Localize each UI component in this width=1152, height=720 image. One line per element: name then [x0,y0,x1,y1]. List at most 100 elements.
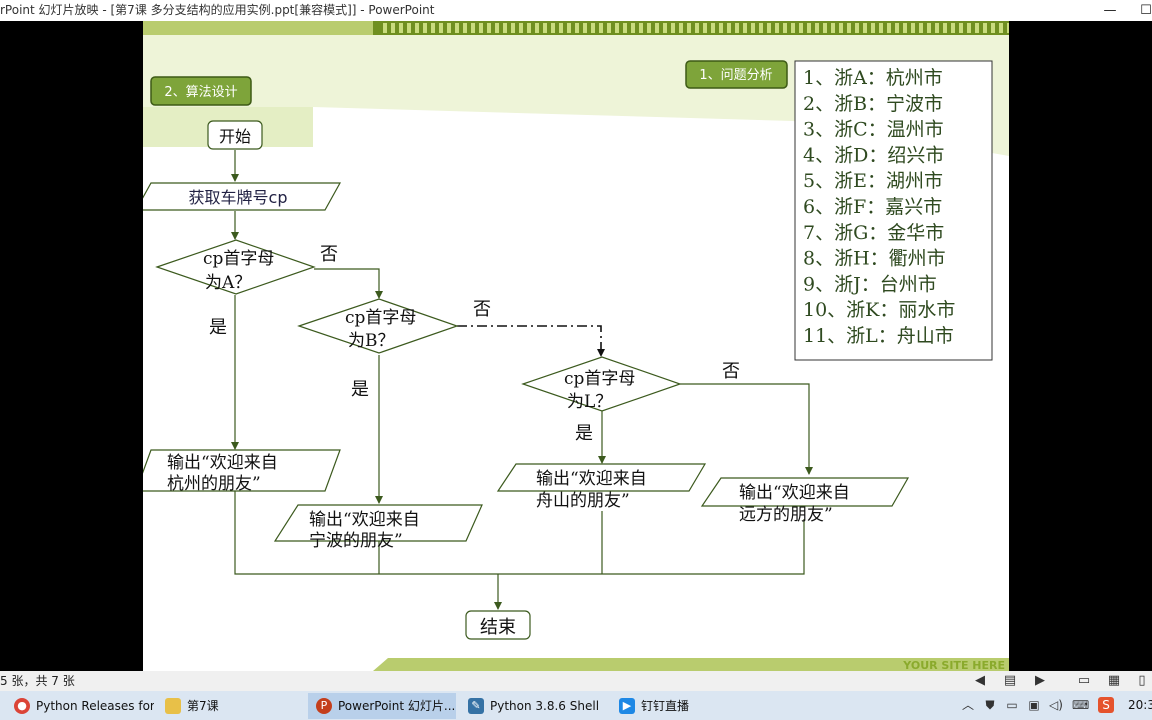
end-node [465,610,531,640]
stripe [495,23,499,33]
task-python-label: Python 3.8.6 Shell [490,699,600,713]
stripe [911,23,915,33]
stripe [871,23,875,33]
task-powerpoint[interactable]: P PowerPoint 幻灯片... [308,693,456,719]
stripe [671,23,675,33]
stripe [647,23,651,33]
python-icon: ✎ [468,698,484,714]
previous-slide-icon[interactable]: ◀ [975,673,985,688]
stripe [575,23,579,33]
powerpoint-icon: P [316,698,332,714]
header-shade [143,35,1009,156]
stripe [967,23,971,33]
province-code-legend: 1、浙A：杭州市2、浙B：宁波市3、浙C：温州市4、浙D：绍兴市5、浙E：湖州市… [794,60,993,361]
algorithm-design-label: 2、算法设计 [164,85,237,100]
chrome-icon: ● [14,698,30,714]
battery-icon[interactable]: ▭ [1006,698,1018,712]
stripe [639,23,643,33]
output-far-node [700,477,910,507]
keyboard-icon[interactable]: ⌨ [1072,698,1090,712]
stripe [903,23,907,33]
problem-analysis-button[interactable]: 1、问题分析 [685,60,788,89]
chevron-up-icon[interactable]: ︿ [961,698,974,712]
stripe [831,23,835,33]
stripe [567,23,571,33]
window-title: rPoint 幻灯片放映 - [第7课 多分支结构的应用实例.ppt[兼容模式]… [0,3,435,17]
flow-connectors [234,150,810,609]
stripe [455,23,459,33]
stripe [423,23,427,33]
output-ningbo-line1: 输出“欢迎来自 [309,510,420,530]
flow-arrowheads [231,174,813,610]
legend-item: 6、浙F：嘉兴市 [803,196,942,218]
maximize-icon[interactable]: ☐ [1140,3,1152,18]
stripe [655,23,659,33]
stripe [551,23,555,33]
stripe [687,23,691,33]
stripe [431,23,435,33]
no-label-l: 否 [722,361,740,382]
stripe [503,23,507,33]
stripe [479,23,483,33]
network-icon[interactable]: ⛊ [985,698,995,712]
stripe [783,23,787,33]
stripe [599,23,603,33]
display-icon[interactable]: ▣ [1028,698,1040,712]
stripe [583,23,587,33]
task-folder-label: 第7课 [187,699,219,713]
volume-icon[interactable]: ◁) [1049,698,1063,712]
decision-a-node [155,239,316,295]
minimize-icon[interactable]: — [1103,3,1117,18]
status-bar: 5 张，共 7 张 ◀ ▤ ▶ ▭ ▦ ▯ [0,671,1152,691]
stripe [767,23,771,33]
sogou-icon[interactable]: S [1098,697,1114,713]
task-dingtalk[interactable]: ▶ 钉钉直播 [611,693,759,719]
normal-view-icon[interactable]: ▭ [1077,673,1091,688]
algorithm-design-button[interactable]: 2、算法设计 [150,76,252,106]
decision-l-line1: cp首字母 [564,369,635,389]
clock: 20:3 [1128,698,1152,712]
stripe [679,23,683,33]
task-folder[interactable]: 第7课 [157,693,303,719]
output-ningbo-node [273,504,483,542]
legend-item: 1、浙A：杭州市 [803,67,943,89]
stripe [879,23,883,33]
slide-sorter-icon[interactable]: ▦ [1107,673,1121,688]
stripe [855,23,859,33]
output-zhoushan-line2: 舟山的朋友” [536,491,630,511]
output-zhoushan-line1: 输出“欢迎来自 [536,469,647,489]
decision-b-node [297,298,459,354]
stripe [463,23,467,33]
reading-view-icon[interactable]: ▯ [1138,673,1146,688]
stripe [823,23,827,33]
stripe [943,23,947,33]
next-slide-icon[interactable]: ▶ [1035,673,1045,688]
stripe [447,23,451,33]
no-label-a: 否 [320,244,338,265]
stripe [543,23,547,33]
task-chrome[interactable]: ● Python Releases for... [6,693,154,719]
output-ningbo-line2: 宁波的朋友” [309,531,403,551]
stripe [407,23,411,33]
legend-item: 4、浙D：绍兴市 [803,144,944,166]
bottom-band [373,658,1009,671]
stripe [615,23,619,33]
output-hangzhou-line2: 杭州的朋友” [167,474,261,494]
stripe [1007,23,1009,33]
stripe [847,23,851,33]
legend-item: 9、浙J：台州市 [803,273,937,295]
task-python[interactable]: ✎ Python 3.8.6 Shell [460,693,608,719]
decision-l-node [521,356,682,412]
decision-a-line1: cp首字母 [203,249,274,269]
legend-item: 2、浙B：宁波市 [803,93,943,115]
decision-a-line2: 为A？ [205,273,251,293]
stripe [735,23,739,33]
stripe [631,23,635,33]
output-far-line1: 输出“欢迎来自 [739,483,850,503]
stripe [559,23,563,33]
stripe [663,23,667,33]
stripe [383,23,387,33]
stripe [399,23,403,33]
menu-icon[interactable]: ▤ [1003,673,1017,688]
